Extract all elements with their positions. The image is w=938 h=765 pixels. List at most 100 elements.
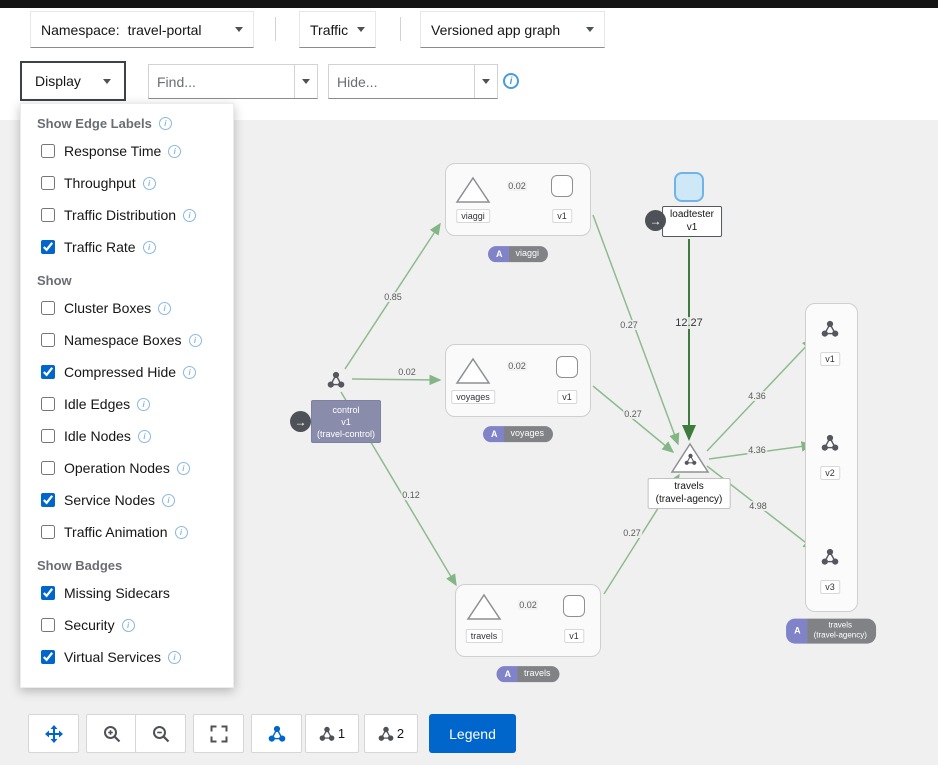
namespace-boxes-checkbox[interactable] [41,333,55,347]
display-option-idle-nodes[interactable]: Idle Nodes i [37,420,225,452]
hide-combobox[interactable] [328,64,498,99]
namespace-select[interactable]: Namespace: travel-portal [30,11,254,48]
info-icon[interactable]: i [174,525,188,539]
info-icon[interactable]: i [503,73,519,89]
edge-label[interactable]: 0.27 [622,528,642,538]
throughput-checkbox[interactable] [41,176,55,190]
graph-pan-button[interactable] [28,714,79,753]
control-label[interactable]: control v1 (travel-control) [311,400,381,443]
display-option-missing-sidecars[interactable]: Missing Sidecars [37,577,225,609]
traffic-animation-checkbox[interactable] [41,525,55,539]
loadtester-label[interactable]: loadtester v1 [662,206,722,237]
display-option-compressed-hide[interactable]: Compressed Hide i [37,356,225,388]
node-label[interactable]: voyages [451,390,495,404]
layout-default-button[interactable] [251,714,302,753]
node-viaggi[interactable] [455,175,491,205]
find-options-toggle[interactable] [294,65,317,98]
service-nodes-checkbox[interactable] [41,493,55,507]
edge-label[interactable]: 0.27 [623,409,643,419]
fit-to-screen-button[interactable] [193,714,244,753]
display-option-throughput[interactable]: Throughput i [37,167,225,199]
graph-edge[interactable] [351,374,442,386]
node-voyages[interactable] [455,356,491,386]
edge-label[interactable]: 0.12 [401,490,421,500]
node-voyages-v1[interactable] [556,356,578,378]
info-icon[interactable]: i [137,397,151,411]
info-icon[interactable]: i [168,650,182,664]
security-checkbox[interactable] [41,618,55,632]
traffic-select[interactable]: Traffic [299,11,376,48]
edge-label[interactable]: 4.36 [747,391,767,401]
display-option-cluster-boxes[interactable]: Cluster Boxes i [37,292,225,324]
display-option-idle-edges[interactable]: Idle Edges i [37,388,225,420]
info-icon[interactable]: i [142,240,156,254]
display-option-response-time[interactable]: Response Time i [37,135,225,167]
travels-agency-label[interactable]: travels (travel-agency) [647,478,731,509]
node-label[interactable]: v1 [557,390,577,404]
traffic-distribution-checkbox[interactable] [41,208,55,222]
display-option-traffic-animation[interactable]: Traffic Animation i [37,516,225,548]
node-loadtester[interactable] [674,172,704,202]
node-label[interactable]: viaggi [456,209,490,223]
traffic-rate-checkbox[interactable] [41,240,55,254]
info-icon[interactable]: i [137,429,151,443]
hide-options-toggle[interactable] [474,65,497,98]
display-dropdown-button[interactable]: Display [20,61,126,101]
hide-input[interactable] [329,65,474,98]
edge-label[interactable]: 0.02 [507,361,527,371]
info-icon[interactable]: i [121,618,135,632]
find-combobox[interactable] [148,64,318,99]
legend-button[interactable]: Legend [429,714,516,753]
info-icon[interactable]: i [183,365,197,379]
edge-label[interactable]: 4.36 [747,445,767,455]
edge-label[interactable]: 0.85 [383,292,403,302]
node-travels[interactable] [466,592,502,622]
node-label[interactable]: v1 [820,352,840,366]
idle-nodes-checkbox[interactable] [41,429,55,443]
zoom-in-button[interactable] [86,714,137,753]
node-label[interactable]: v1 [552,209,572,223]
display-option-security[interactable]: Security i [37,609,225,641]
info-icon[interactable]: i [183,208,197,222]
info-icon[interactable]: i [176,461,190,475]
display-option-virtual-services[interactable]: Virtual Services i [37,641,225,673]
node-control-icon[interactable] [327,371,345,389]
node-label[interactable]: v1 [564,629,584,643]
operation-nodes-checkbox[interactable] [41,461,55,475]
response-time-checkbox[interactable] [41,144,55,158]
display-option-service-nodes[interactable]: Service Nodes i [37,484,225,516]
missing-sidecars-checkbox[interactable] [41,586,55,600]
node-agency-v3-icon[interactable] [821,548,839,566]
graph-type-select[interactable]: Versioned app graph [420,11,605,48]
compressed-hide-checkbox[interactable] [41,365,55,379]
display-option-traffic-distribution[interactable]: Traffic Distribution i [37,199,225,231]
display-option-operation-nodes[interactable]: Operation Nodes i [37,452,225,484]
node-label[interactable]: v3 [820,580,840,594]
node-label[interactable]: v2 [820,466,840,480]
node-agency-v1-icon[interactable] [821,320,839,338]
info-icon[interactable]: i [188,333,202,347]
display-option-traffic-rate[interactable]: Traffic Rate i [37,231,225,263]
info-icon[interactable]: i [142,176,156,190]
node-travels-v1[interactable] [563,595,585,617]
edge-label[interactable]: 0.02 [507,181,527,191]
node-viaggi-v1[interactable] [551,175,573,197]
edge-label[interactable]: 0.27 [619,320,639,330]
cluster-boxes-checkbox[interactable] [41,301,55,315]
layout-1-button[interactable]: 1 [305,714,359,753]
edge-label[interactable]: 4.98 [748,501,768,511]
virtual-services-checkbox[interactable] [41,650,55,664]
info-icon[interactable]: i [162,493,176,507]
graph-edge[interactable] [592,385,675,453]
edge-label[interactable]: 12.27 [674,317,704,329]
find-input[interactable] [149,65,294,98]
display-option-namespace-boxes[interactable]: Namespace Boxes i [37,324,225,356]
layout-2-button[interactable]: 2 [364,714,418,753]
edge-label[interactable]: 0.02 [397,367,417,377]
node-travels-agency[interactable] [670,441,710,475]
idle-edges-checkbox[interactable] [41,397,55,411]
node-agency-v2-icon[interactable] [821,434,839,452]
node-label[interactable]: travels [465,629,503,643]
info-icon[interactable]: i [158,117,172,130]
zoom-out-button[interactable] [135,714,186,753]
